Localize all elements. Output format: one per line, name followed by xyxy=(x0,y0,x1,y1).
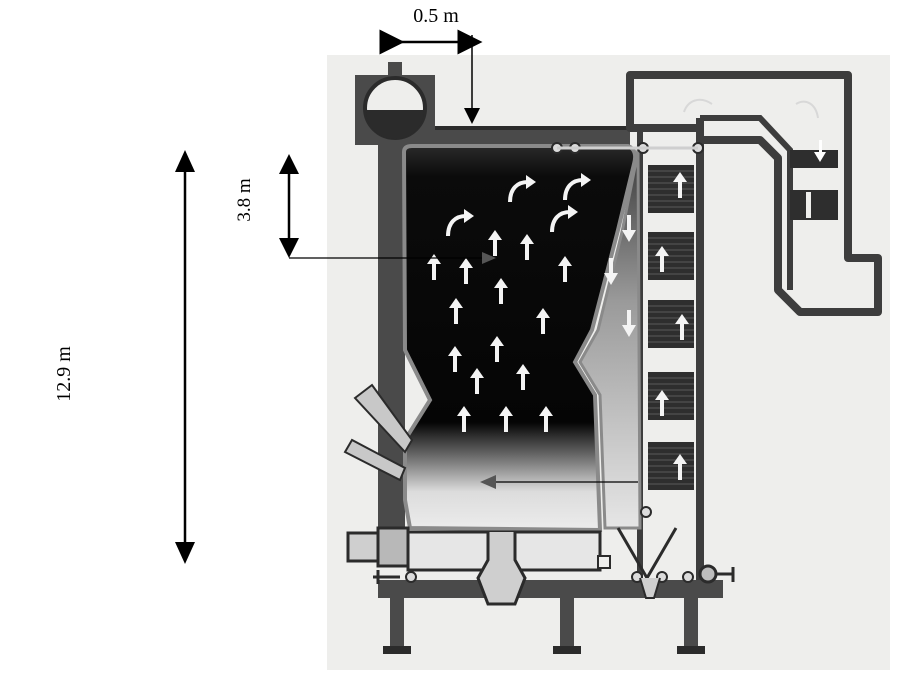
curved-arrow-icon xyxy=(683,98,713,113)
label-freeboard-height: 3.8 m xyxy=(234,178,255,222)
down-arrow-icon xyxy=(604,215,636,337)
dimension-freeboard-height: 3.8 m xyxy=(234,154,496,264)
ash-hopper xyxy=(406,527,678,606)
curved-arrow-icon xyxy=(795,100,819,119)
tube-banks xyxy=(647,164,695,491)
valve-icon xyxy=(346,526,735,584)
steam-drum-icon xyxy=(355,62,435,145)
furnace-chamber xyxy=(401,144,638,533)
bed-zone-pointer xyxy=(480,475,638,489)
flow-arrows xyxy=(427,98,826,480)
riser-channel xyxy=(578,149,642,530)
feed-chutes xyxy=(343,383,414,482)
label-total-height: 12.9 m xyxy=(53,346,75,402)
dimension-total-height: 12.9 m xyxy=(53,150,195,564)
down-arrow-icon xyxy=(814,140,826,162)
label-top-width: 0.5 m xyxy=(413,5,459,27)
dimension-top-width: 0.5 m xyxy=(379,5,483,124)
